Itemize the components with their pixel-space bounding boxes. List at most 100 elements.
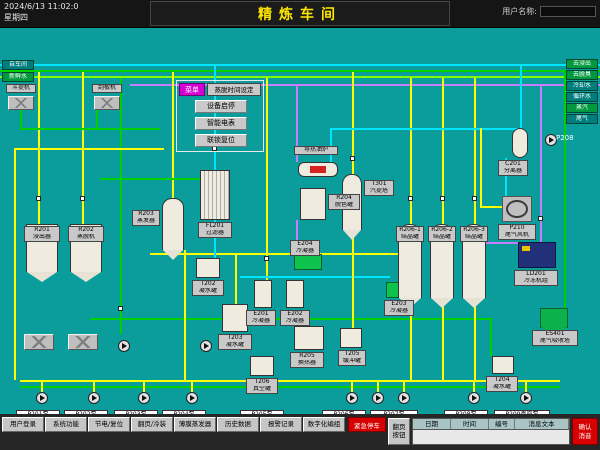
pump-icon — [186, 392, 198, 404]
alarm-table-body[interactable] — [413, 430, 569, 444]
pump-icon — [138, 392, 150, 404]
toolbar-button-2[interactable]: 节电/复位 — [88, 417, 130, 432]
vessel-LD201 — [518, 242, 556, 268]
toolbar-button-0[interactable]: 用户登录 — [2, 417, 44, 432]
alarm-table-header: 日期时间编号消息文本 — [413, 419, 569, 430]
menu-item-1[interactable]: 智能电表 — [195, 117, 247, 130]
pipe — [240, 276, 390, 278]
equipment-tag: R201 — [34, 227, 50, 233]
page-title: 精炼车间 — [258, 6, 342, 23]
ack-line1: 确认 — [578, 423, 592, 432]
menu-item-0[interactable]: 设备启停 — [195, 100, 247, 113]
pipe — [473, 380, 475, 392]
vessel-E201 — [254, 280, 272, 308]
pipe — [14, 148, 164, 150]
pipe — [130, 84, 600, 86]
bottom-bar: 用户登录系统功能节电/复位翻页/冷装薄膜蒸发器历史数据报警记录数字化编组 紧急停… — [0, 414, 600, 450]
pipe — [235, 253, 237, 304]
pipe — [184, 250, 186, 380]
pipe — [474, 78, 476, 224]
pipe — [480, 206, 504, 208]
equipment-desc: 凝水罐 — [492, 383, 511, 390]
pipe — [191, 380, 193, 392]
pump-icon — [36, 392, 48, 404]
pipe — [520, 66, 522, 128]
pump-icon — [200, 340, 212, 352]
equipment-label: 斗提机 — [6, 84, 36, 93]
pump-icon — [468, 392, 480, 404]
vessel-H201 — [298, 162, 338, 177]
equipment-tag: R206-3 — [463, 227, 485, 233]
equipment-desc: 尾气风机 — [504, 231, 529, 238]
pipe — [442, 78, 444, 224]
page-up-down-button[interactable]: 翻页 按钮 — [388, 418, 410, 445]
pipe — [150, 253, 400, 255]
menu-button[interactable]: 菜单 — [179, 83, 205, 96]
valve-icon — [118, 306, 123, 311]
pump-icon — [545, 134, 557, 146]
valve-icon — [264, 256, 269, 261]
toolbar-button-5[interactable]: 历史数据 — [217, 417, 259, 432]
flow-tag: 去脱臭 — [566, 70, 598, 80]
pump-label: P207泵 — [370, 410, 418, 414]
equipment-tag: P210 — [509, 225, 525, 231]
toolbar-button-1[interactable]: 系统功能 — [45, 417, 87, 432]
emergency-stop-button[interactable]: 紧急停车 — [348, 417, 386, 432]
ack-line2: 消音 — [578, 431, 592, 440]
toolbar-button-4[interactable]: 薄膜蒸发器 — [174, 417, 216, 432]
menu-item-list: 设备启停智能电表联锁复位 — [195, 100, 247, 151]
flow-tag: 冷却水 — [566, 81, 598, 91]
flow-tag: 自车间 — [2, 60, 34, 70]
equipment-desc: 真空罐 — [252, 385, 271, 392]
equipment-desc: 凝水罐 — [225, 341, 244, 348]
pipe — [20, 110, 22, 130]
alarm-col-header: 时间 — [451, 419, 489, 429]
vessel-R205 — [294, 326, 324, 350]
pipe — [20, 128, 160, 130]
equipment-desc: 蒸发器 — [136, 217, 155, 224]
equipment-tag: 刮板机 — [97, 85, 116, 91]
vessel-P210 — [502, 196, 532, 222]
pipe — [100, 178, 220, 180]
pump-label: P201泵 — [16, 410, 60, 414]
equipment-desc: 结晶罐 — [464, 233, 483, 240]
pipe — [352, 230, 354, 328]
vessel-T204 — [492, 356, 514, 374]
equipment-desc: 冷凝器 — [251, 317, 270, 324]
alarm-col-header: 日期 — [413, 419, 451, 429]
equipment-tag: R204 — [336, 195, 352, 201]
pipe — [172, 72, 174, 198]
pump-label: P203泵 — [114, 410, 158, 414]
toolbar-button-6[interactable]: 报警记录 — [260, 417, 302, 432]
pipe — [352, 72, 354, 174]
vessel-T202 — [196, 258, 220, 278]
menu-item-2[interactable]: 联锁复位 — [195, 134, 247, 147]
pipe — [442, 298, 444, 380]
valve-icon — [80, 196, 85, 201]
vessel-T206 — [250, 356, 274, 376]
pipe — [20, 380, 560, 382]
ack-mute-button[interactable]: 确认 消音 — [572, 418, 598, 445]
equipment-tag: 斗提机 — [11, 85, 30, 91]
toolbar-button-3[interactable]: 翻页/冷装 — [131, 417, 173, 432]
clock-block: 2024/6/13 11:02:0 星期四 — [4, 2, 78, 24]
pump-label: P202泵 — [64, 410, 108, 414]
weekday: 星期四 — [4, 12, 28, 22]
vessel-R204 — [300, 188, 326, 220]
vessel-C201 — [512, 128, 528, 158]
pump-icon — [88, 392, 100, 404]
pipe — [525, 380, 527, 392]
toolbar-button-7[interactable]: 数字化编组 — [303, 417, 345, 432]
equipment-tag: T204 — [494, 377, 510, 383]
user-label: 用户名称: — [502, 7, 537, 16]
user-name-field[interactable] — [540, 6, 596, 17]
equipment-tag: R203 — [138, 211, 154, 217]
